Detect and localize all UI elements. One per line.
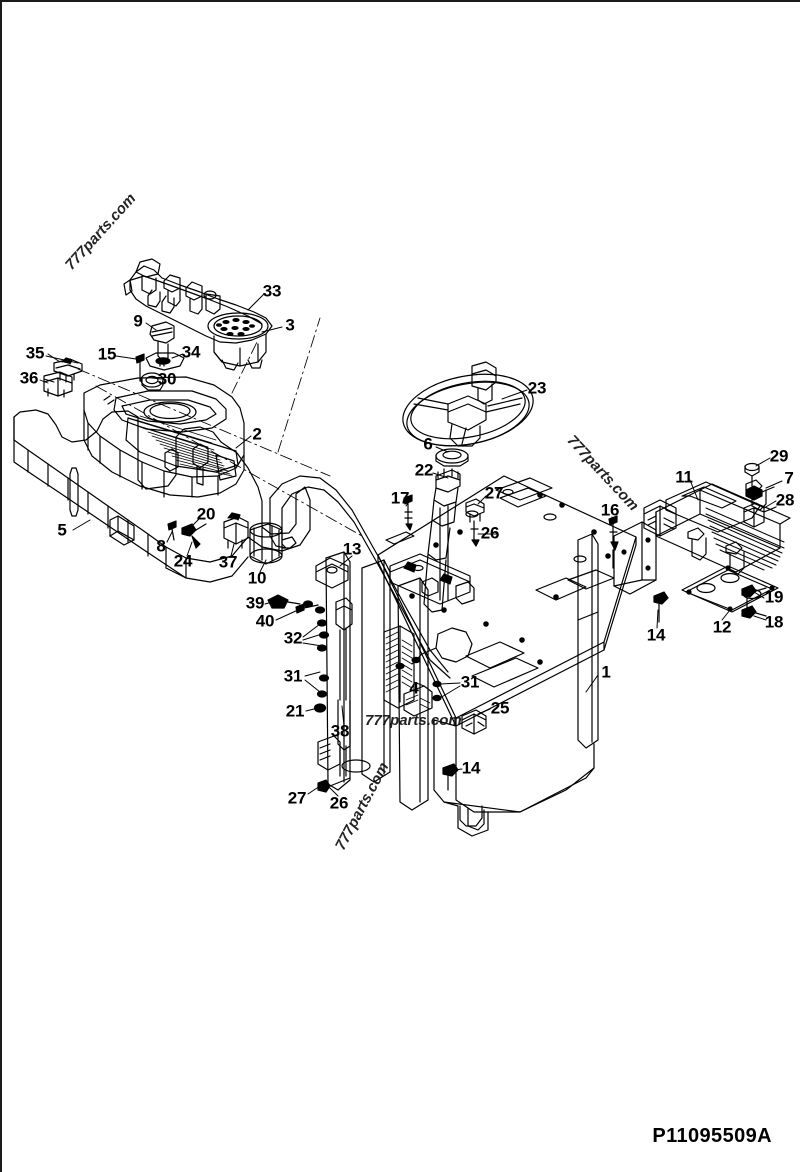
callout-3: 3 — [285, 315, 295, 335]
callout-12: 12 — [712, 617, 732, 637]
part-34-key-plate — [145, 352, 185, 371]
callout-26: 26 — [480, 523, 500, 543]
callout-21: 21 — [285, 701, 305, 721]
callout-5: 5 — [57, 520, 67, 540]
callout-40: 40 — [255, 611, 275, 631]
callout-2: 2 — [252, 424, 262, 444]
callout-34: 34 — [181, 342, 201, 362]
callout-4: 4 — [409, 678, 419, 698]
part-5-floor-panel — [13, 409, 311, 583]
callout-9: 9 — [133, 311, 143, 331]
part-6-nut — [435, 448, 469, 467]
callout-15: 15 — [97, 344, 117, 364]
callout-26: 26 — [329, 793, 349, 813]
callout-22: 22 — [414, 460, 434, 480]
callout-10: 10 — [247, 568, 267, 588]
drawing-number: P11095509A — [652, 1125, 772, 1147]
callout-8: 8 — [156, 536, 166, 556]
part-1-main-frame — [377, 475, 637, 837]
callout-20: 20 — [196, 504, 216, 524]
part-27-switch-upper — [465, 498, 485, 547]
part-14-bolt-right — [653, 591, 669, 623]
part-22-steering-column — [423, 468, 461, 613]
page-border-left — [0, 0, 2, 1172]
callout-13: 13 — [342, 539, 362, 559]
part-17-bolt — [403, 494, 413, 531]
part-14-bolt-left — [442, 763, 459, 791]
callout-32: 32 — [283, 628, 303, 648]
part-3-instrument-panel — [123, 258, 273, 371]
callout-6: 6 — [423, 434, 433, 454]
callout-14: 14 — [461, 758, 481, 778]
callout-19: 19 — [764, 587, 784, 607]
callout-11: 11 — [675, 467, 693, 487]
part-35-relay — [53, 357, 83, 383]
callout-27: 27 — [484, 483, 504, 503]
part-39-40-clips — [267, 594, 319, 614]
callout-1: 1 — [601, 662, 611, 682]
parts-18-19-hardware — [741, 584, 767, 619]
part-11-controller — [643, 479, 791, 575]
part-13-handle-assembly — [269, 475, 475, 811]
callout-23: 23 — [527, 378, 547, 398]
callout-31: 31 — [283, 666, 303, 686]
callout-16: 16 — [600, 500, 620, 520]
callout-14: 14 — [646, 625, 666, 645]
callout-30: 30 — [157, 369, 177, 389]
part-37-bracket — [223, 512, 249, 549]
callout-27: 27 — [287, 788, 307, 808]
callout-38: 38 — [330, 721, 350, 741]
part-2-dash-console — [83, 376, 245, 498]
small-fasteners — [167, 520, 207, 549]
part-30-bushing — [140, 372, 164, 391]
part-25-switch — [461, 709, 487, 735]
callout-37: 37 — [218, 552, 238, 572]
callout-36: 36 — [19, 368, 39, 388]
part-15-bolt — [135, 353, 145, 382]
callout-39: 39 — [245, 593, 265, 613]
callout-31: 31 — [460, 672, 480, 692]
callout-35: 35 — [25, 343, 45, 363]
controller-support-bracket — [613, 521, 657, 595]
callout-29: 29 — [769, 446, 789, 466]
callout-24: 24 — [173, 551, 193, 571]
leader-lines — [43, 293, 783, 797]
controller-hardware — [743, 462, 777, 528]
part-23-steering-wheel — [402, 361, 534, 447]
page-border-top — [0, 0, 800, 2]
part-36-connector — [43, 371, 73, 398]
part-10-horn — [249, 522, 297, 565]
callout-25: 25 — [490, 698, 510, 718]
callout-17: 17 — [390, 488, 410, 508]
callout-18: 18 — [764, 612, 784, 632]
callout-33: 33 — [262, 281, 282, 301]
callout-7: 7 — [784, 468, 794, 488]
callout-28: 28 — [775, 490, 795, 510]
